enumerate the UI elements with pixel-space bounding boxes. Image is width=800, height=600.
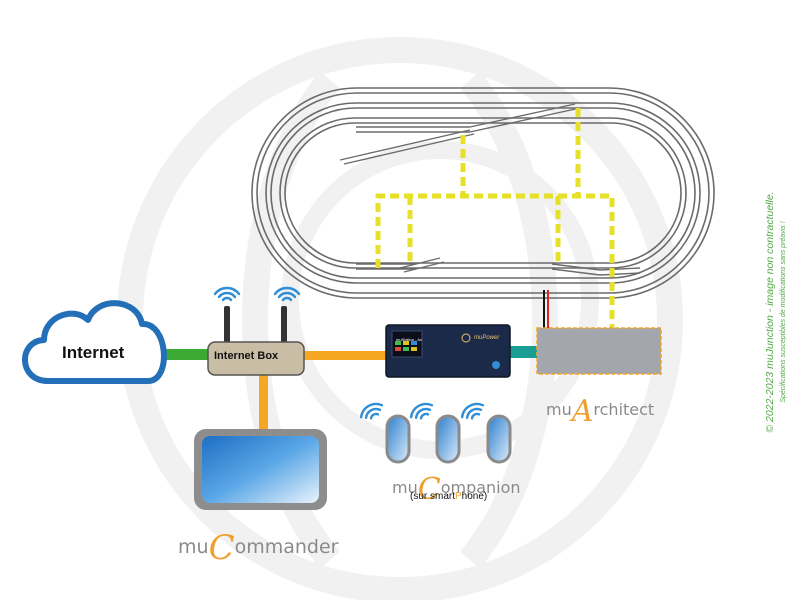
link-central-architect <box>509 346 539 358</box>
companion-sub-pre: (sur smart <box>410 491 455 502</box>
central-unit-icon <box>385 324 511 378</box>
commander-prefix: mu <box>178 536 209 558</box>
link-router-central <box>302 351 388 360</box>
router-icon <box>207 306 305 376</box>
track-inner-2 <box>284 122 682 264</box>
commander-suffix: ommander <box>234 536 339 558</box>
commander-letter: C <box>208 528 235 568</box>
siding-top <box>339 103 581 165</box>
central-screen-title: muStation - Ac <box>396 337 423 342</box>
companion-letter: C <box>417 472 441 507</box>
companion-sub-post: hone) <box>461 491 488 502</box>
track-middle-2 <box>270 107 696 279</box>
tablet-icon <box>194 429 327 510</box>
wifi-icon <box>213 286 485 420</box>
mupower-suffix: Power <box>482 335 500 341</box>
mupower-prefix: mu <box>474 335 483 341</box>
architect-module-icon <box>536 327 662 375</box>
companion-subtitle: (sur smartPhone) <box>410 491 487 502</box>
internet-label: Internet <box>62 343 125 362</box>
companion-sub-hl: P <box>455 491 462 502</box>
cloud-icon <box>22 300 167 384</box>
copyright-line1: © 2022-2023 muJunction - image non contr… <box>764 191 776 433</box>
track-inner-1 <box>279 117 687 269</box>
mucompanion-label: muCompanion <box>392 466 521 507</box>
track-feed-wires <box>543 290 549 328</box>
companion-suffix: ompanion <box>440 478 521 497</box>
mucommander-label: muCommander <box>178 522 339 568</box>
track-middle-1 <box>265 102 701 284</box>
companion-prefix: mu <box>392 478 418 497</box>
control-bus <box>375 108 615 328</box>
copyright-notice: © 2022-2023 muJunction - image non contr… <box>764 191 790 432</box>
link-internet-router <box>160 349 212 360</box>
track-outer-1 <box>251 87 715 299</box>
track-outer-2 <box>256 92 710 294</box>
muarchitect-label: muArchitect <box>546 388 655 429</box>
copyright-line2: Spécifications susceptibles de modificat… <box>780 221 787 403</box>
siding-bottom <box>356 257 641 276</box>
track-layout <box>251 87 715 299</box>
link-router-tablet <box>259 372 268 430</box>
mupower-label: muPower <box>474 335 499 341</box>
architect-letter: A <box>571 394 594 429</box>
internet-box-label: Internet Box <box>214 350 279 362</box>
architect-prefix: mu <box>546 400 572 419</box>
smartphone-icon <box>385 414 512 464</box>
architect-suffix: rchitect <box>593 400 655 419</box>
